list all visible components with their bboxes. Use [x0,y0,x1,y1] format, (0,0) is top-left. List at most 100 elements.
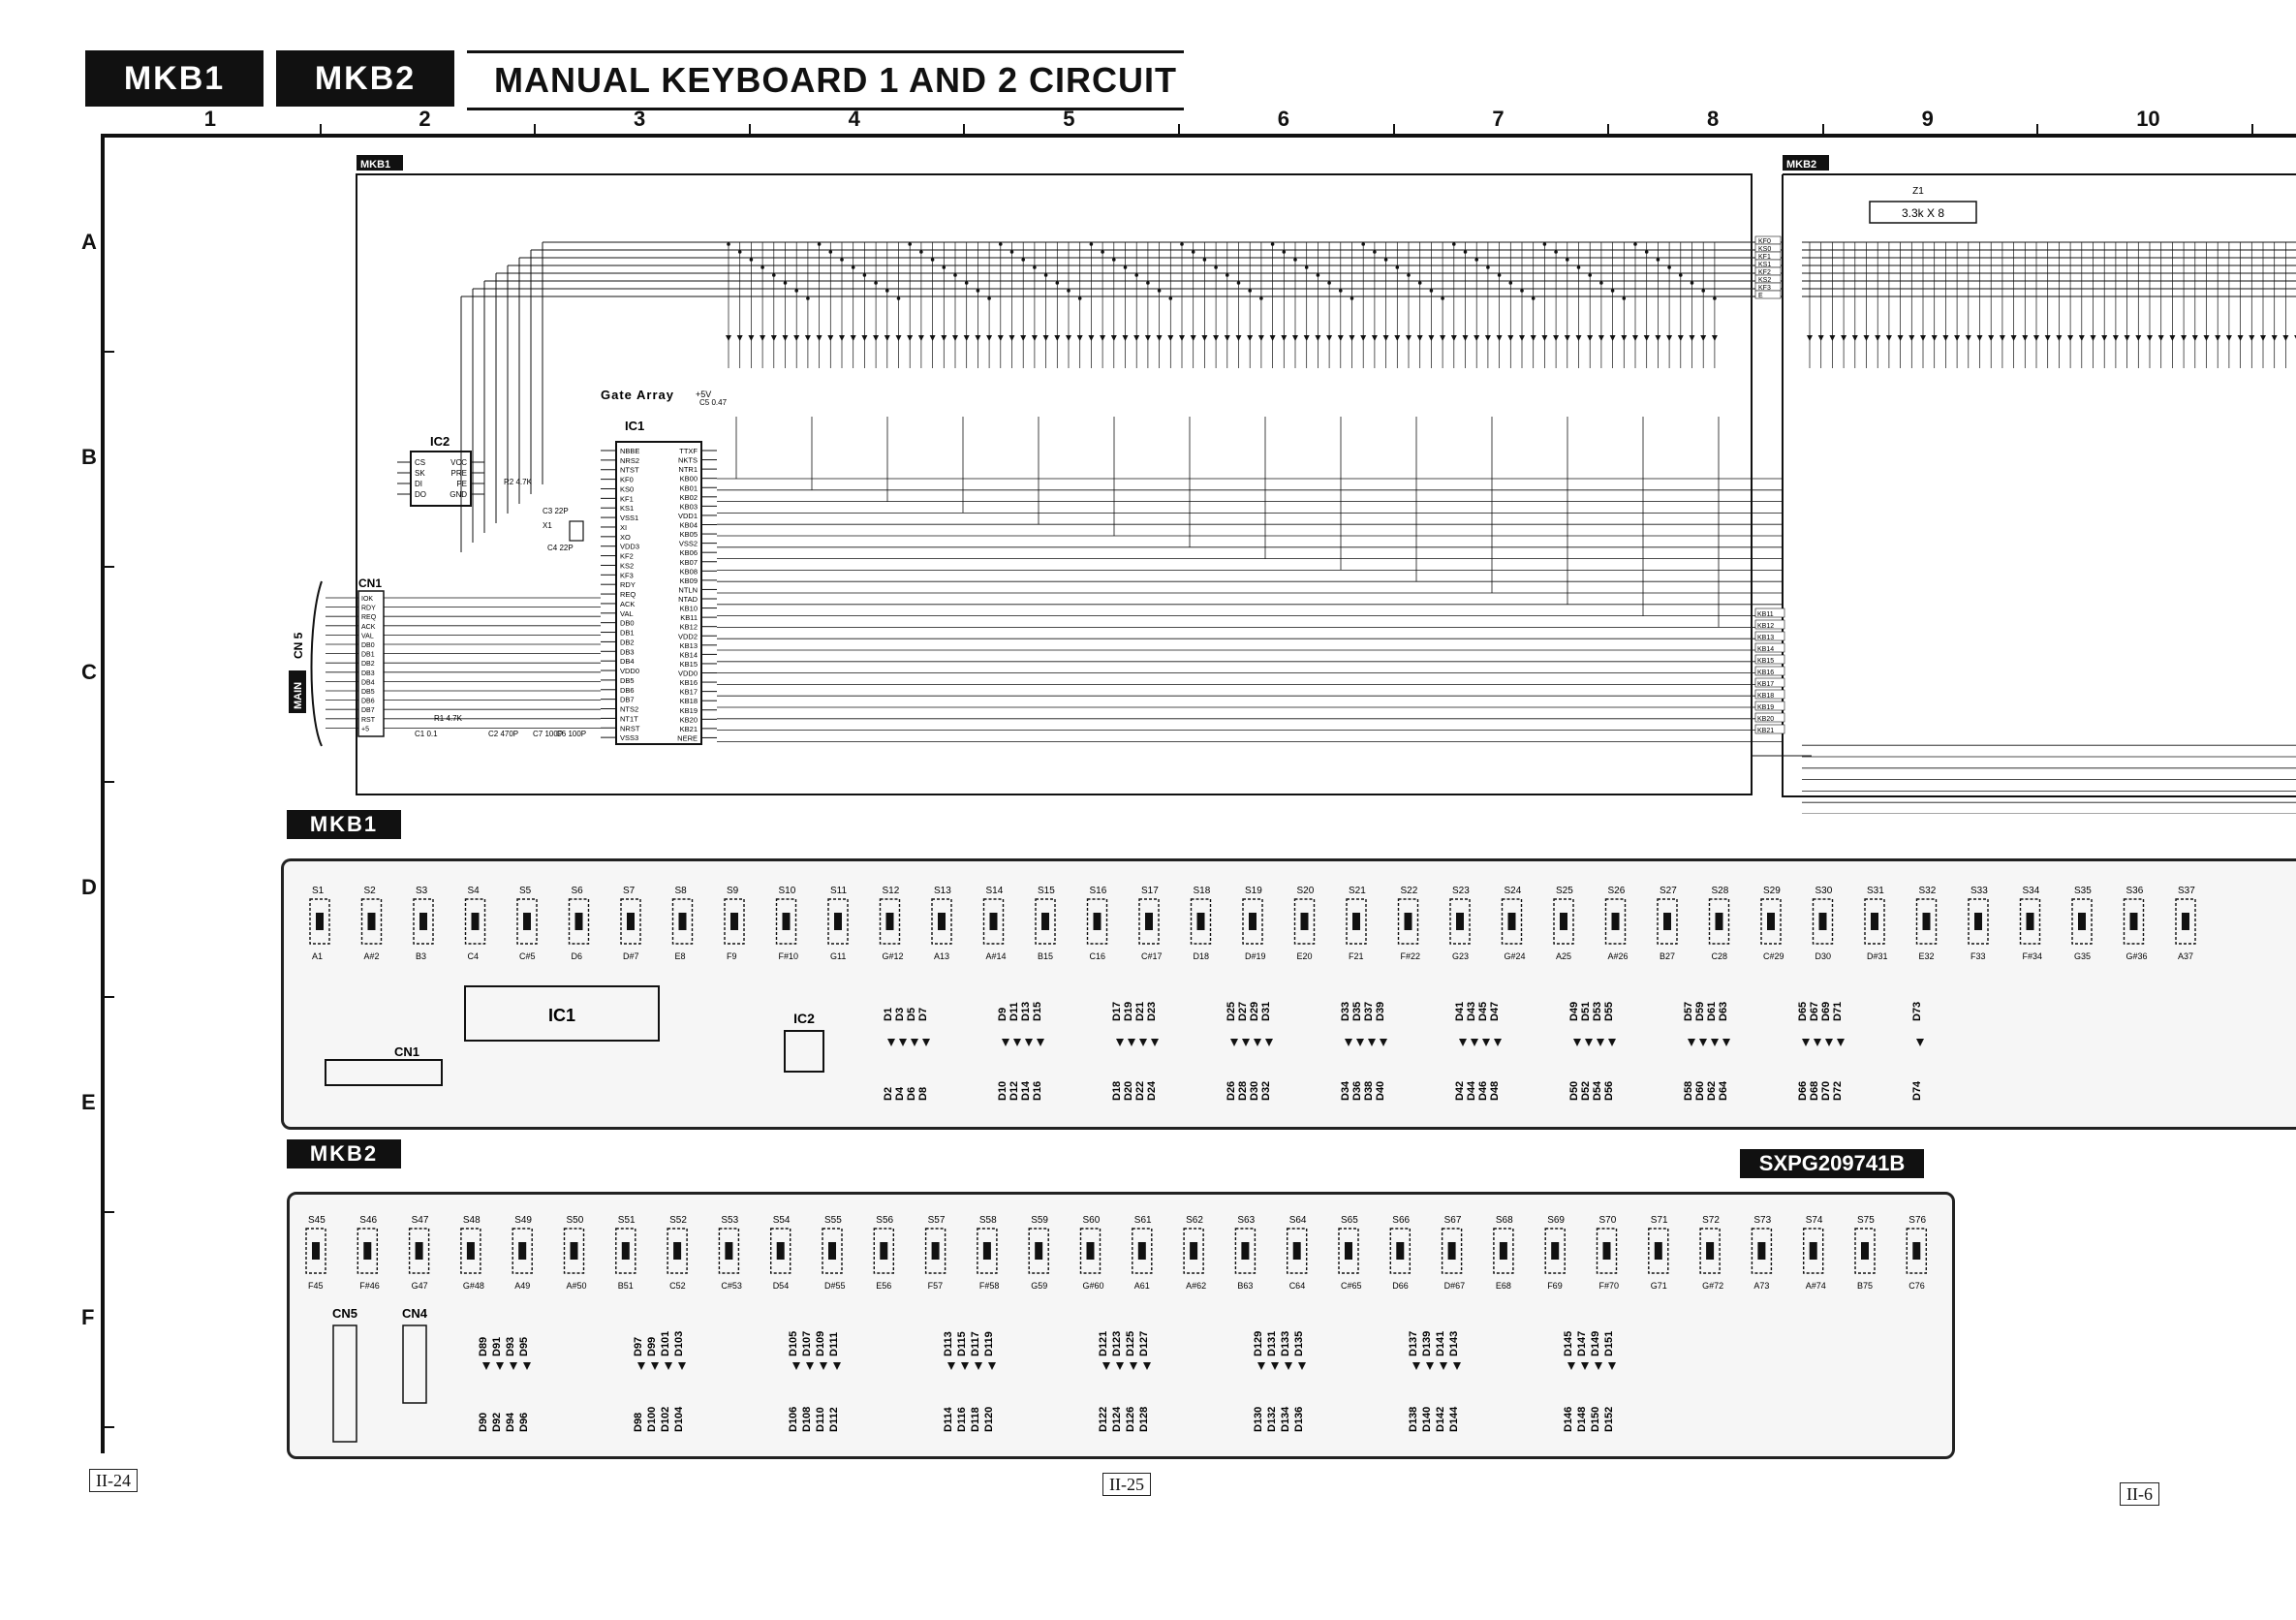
net-label-kb20: KB20 [1757,716,1774,723]
mkb1-schematic-frame [356,173,1753,795]
mkb2-diode-d111: D111 [828,1332,840,1356]
mkb2-note-label: G#60 [1083,1281,1104,1291]
mkb1-switch-s10: S10 [779,886,796,896]
ic1-pin-vdd1: VDD1 [678,512,698,520]
ic1-pin-ntad: NTAD [678,595,698,604]
mkb2-switch-s53: S53 [721,1215,738,1226]
mkb2-note-label: C#53 [721,1281,742,1291]
mkb2-diode-d152: D152 [1603,1407,1615,1432]
mkb2-diode-d135: D135 [1293,1331,1305,1356]
mkb1-diode-d64: D64 [1718,1080,1729,1101]
mkb1-pcb [281,858,2296,1130]
net-label-ks0: KS0 [1758,246,1771,253]
mkb1-note-label: E8 [675,951,686,961]
mkb2-switch-s55: S55 [824,1215,842,1226]
mkb2-diode-d112: D112 [828,1407,840,1432]
component-x1: X1 [543,521,552,530]
mkb1-note-label: F#34 [2023,951,2043,961]
mkb2-note-label: G71 [1651,1281,1667,1291]
mkb1-diode-d42: D42 [1454,1081,1466,1101]
cn5-label: CN 5 [292,632,305,659]
mkb1-switch-s2: S2 [364,886,377,896]
ic1-pin-ks0: KS0 [620,484,634,493]
mkb1-diode-d51: D51 [1580,1002,1592,1021]
ic1-pin-nt1t: NT1T [620,714,638,723]
ic2-pin-pre: PRE [451,469,467,478]
mkb2-note-label: C#65 [1341,1281,1362,1291]
mkb2-diode-d96: D96 [518,1413,530,1432]
ic1-pin-kf1: KF1 [620,494,634,503]
column-number-3: 3 [634,107,646,131]
ic2-pin-gnd: GND [450,490,467,499]
mkb2-diode-d127: D127 [1138,1331,1150,1356]
mkb2-diode-d89: D89 [478,1337,489,1356]
mkb2-switch-s61: S61 [1134,1215,1152,1226]
mkb1-diode-d71: D71 [1832,1002,1844,1021]
mkb2-note-label: F#70 [1599,1281,1620,1291]
mkb2-switch-s56: S56 [876,1215,893,1226]
mkb2-diode-d149: D149 [1590,1331,1601,1356]
mkb2-switch-s76: S76 [1908,1215,1926,1226]
mkb1-note-label: A37 [2178,951,2193,961]
mkb2-diode-d141: D141 [1435,1331,1446,1356]
mkb1-note-label: F#10 [779,951,799,961]
mkb1-switch-s37: S37 [2178,886,2195,896]
mkb2-note-label: F69 [1547,1281,1563,1291]
mkb2-schematic-frame [1782,174,2296,797]
cn1-pin-ack: ACK [361,624,376,631]
mkb2-diode-d117: D117 [970,1331,981,1356]
mkb1-diode-d33: D33 [1340,1002,1351,1021]
mkb2-diode-d116: D116 [956,1407,968,1432]
mkb2-switch-s59: S59 [1031,1215,1048,1226]
component-c1: C1 0.1 [415,730,438,738]
column-tick [963,124,966,136]
mkb1-diode-d16: D16 [1032,1081,1043,1101]
net-label-ks2: KS2 [1758,277,1771,284]
mkb1-switch-s30: S30 [1815,886,1833,896]
mkb1-diode-d69: D69 [1820,1002,1832,1021]
mkb2-note-label: F#46 [359,1281,380,1291]
mkb2-diode-d97: D97 [633,1337,644,1356]
mkb1-diode-d22: D22 [1134,1081,1146,1101]
mkb1-diode-d49: D49 [1568,1002,1580,1021]
mkb1-diode-d3: D3 [894,1008,906,1021]
ic1-pin-kb20: KB20 [680,715,698,724]
mkb2-note-label: F#58 [979,1281,1000,1291]
mkb2-pcb [287,1192,1955,1459]
mkb2-diode-d120: D120 [983,1407,995,1432]
mkb1-diode-d40: D40 [1375,1081,1386,1101]
page-number-right: II-6 [2120,1482,2159,1506]
mkb1-diode-d28: D28 [1237,1081,1249,1101]
mkb2-diode-d106: D106 [788,1407,799,1432]
mkb1-diode-d19: D19 [1123,1002,1134,1021]
mkb1-diode-d17: D17 [1111,1002,1123,1021]
component-c5: C5 0.47 [699,398,728,407]
mkb1-diode-d46: D46 [1477,1081,1489,1101]
ic1-pin-kb07: KB07 [680,558,698,567]
mkb1-note-label: B27 [1660,951,1675,961]
mkb2-diode-d128: D128 [1138,1407,1150,1432]
mkb1-diode-d37: D37 [1363,1002,1375,1021]
mkb1-switch-s20: S20 [1297,886,1315,896]
mkb1-diode-d27: D27 [1237,1002,1249,1021]
row-tick [101,1426,114,1428]
mkb2-diode-d115: D115 [956,1331,968,1356]
mkb1-diode-d44: D44 [1466,1080,1477,1101]
column-number-6: 6 [1277,107,1290,131]
column-number-2: 2 [419,107,431,131]
ic1-pin-nrst: NRST [620,724,640,732]
net-label-kb11: KB11 [1757,611,1774,618]
mkb2-diode-d137: D137 [1408,1331,1419,1356]
mkb1-pcb-ic1 [464,985,660,1042]
cn1-pin-labels: IOKRDYREQACKVALDB0DB1DB2DB3DB4DB5DB6DB7R… [326,596,601,732]
mkb1-note-label: C#17 [1141,951,1163,961]
mkb2-switch-s48: S48 [463,1215,481,1226]
mkb2-diode-d92: D92 [491,1413,503,1432]
mkb1-note-label: D#7 [623,951,639,961]
row-tick [101,1211,114,1213]
ic1-pin-nere: NERE [677,733,698,742]
mkb2-diode-d107: D107 [801,1331,813,1356]
mkb1-diode-d67: D67 [1809,1002,1820,1021]
mkb2-diode-d150: D150 [1590,1407,1601,1432]
